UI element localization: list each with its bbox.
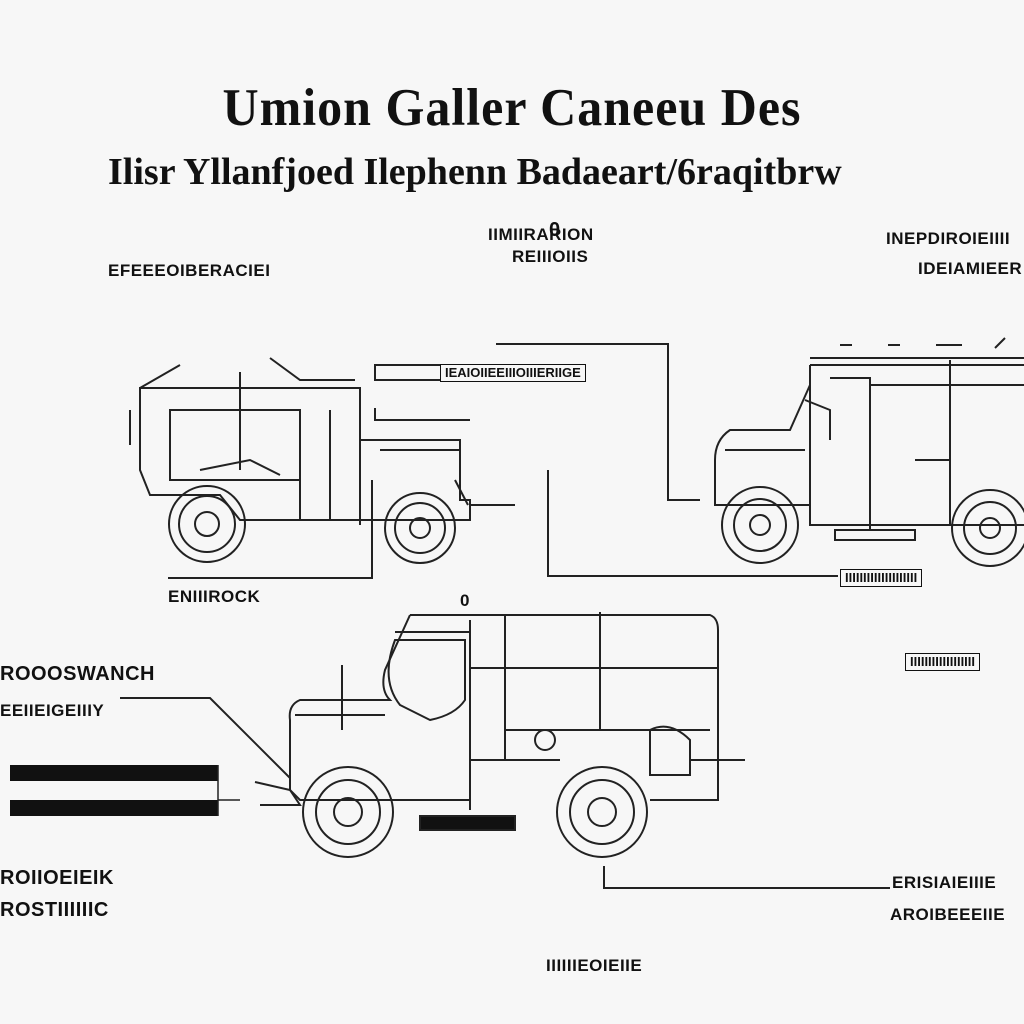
- left-bars: [10, 765, 218, 816]
- label-bottom-right-2: AROIBEEEIIE: [890, 905, 1006, 924]
- label-bottom-left-1: ROIIOEIEIK: [0, 867, 114, 889]
- right-bar-label: IIIIIIIIIIIIIIIIII: [905, 653, 981, 672]
- page-subtitle: Ilisr Yllanfjoed Ilephenn Badaeart/6raqi…: [108, 151, 842, 193]
- wheel-icon: [384, 492, 456, 564]
- label-top-right-1: INEPDIROIEIIII: [886, 229, 1011, 248]
- label-top-center-1: IIMIIRARION: [488, 225, 594, 244]
- label-bottom-right-1: ERISIAIEIIIE: [892, 873, 997, 892]
- truck2-caption: IIIIIIIIIIIIIIIIIIII: [840, 569, 923, 588]
- wheel-icon: [556, 766, 648, 858]
- truck-top-right: [714, 337, 1024, 567]
- label-top-center-3: REIIIOIIS: [512, 247, 589, 266]
- label-top-left: EFEEEOIBERACIEI: [108, 261, 271, 280]
- connector-lines: [120, 343, 890, 889]
- center-marker: 0: [460, 591, 470, 610]
- label-top-center-2: 0: [549, 219, 561, 241]
- wheel-icon: [302, 766, 394, 858]
- label-left-1: ROOOSWANCH: [0, 663, 155, 685]
- page-title: Umion Galler Caneeu Des: [222, 77, 802, 137]
- truck-bottom: [254, 612, 745, 858]
- wheel-icon: [168, 485, 246, 563]
- label-top-right-2: IDEIAMIEER: [918, 259, 1023, 278]
- label-bottom-left-2: ROSTIIIIIIC: [0, 899, 109, 921]
- wheel-icon: [951, 489, 1024, 567]
- label-bottom-center: IIIIIIEOIEIIE: [546, 956, 643, 975]
- truck1-caption: ENIIIROCK: [168, 587, 261, 606]
- connector-box-top: IEAIOIIEEIIIOIIIERIIGE: [440, 364, 586, 383]
- truck-top-left: [129, 357, 481, 564]
- label-left-2: EEIIEIGEIIIY: [0, 701, 105, 720]
- wheel-icon: [721, 486, 799, 564]
- left-bar-frame: [217, 765, 240, 816]
